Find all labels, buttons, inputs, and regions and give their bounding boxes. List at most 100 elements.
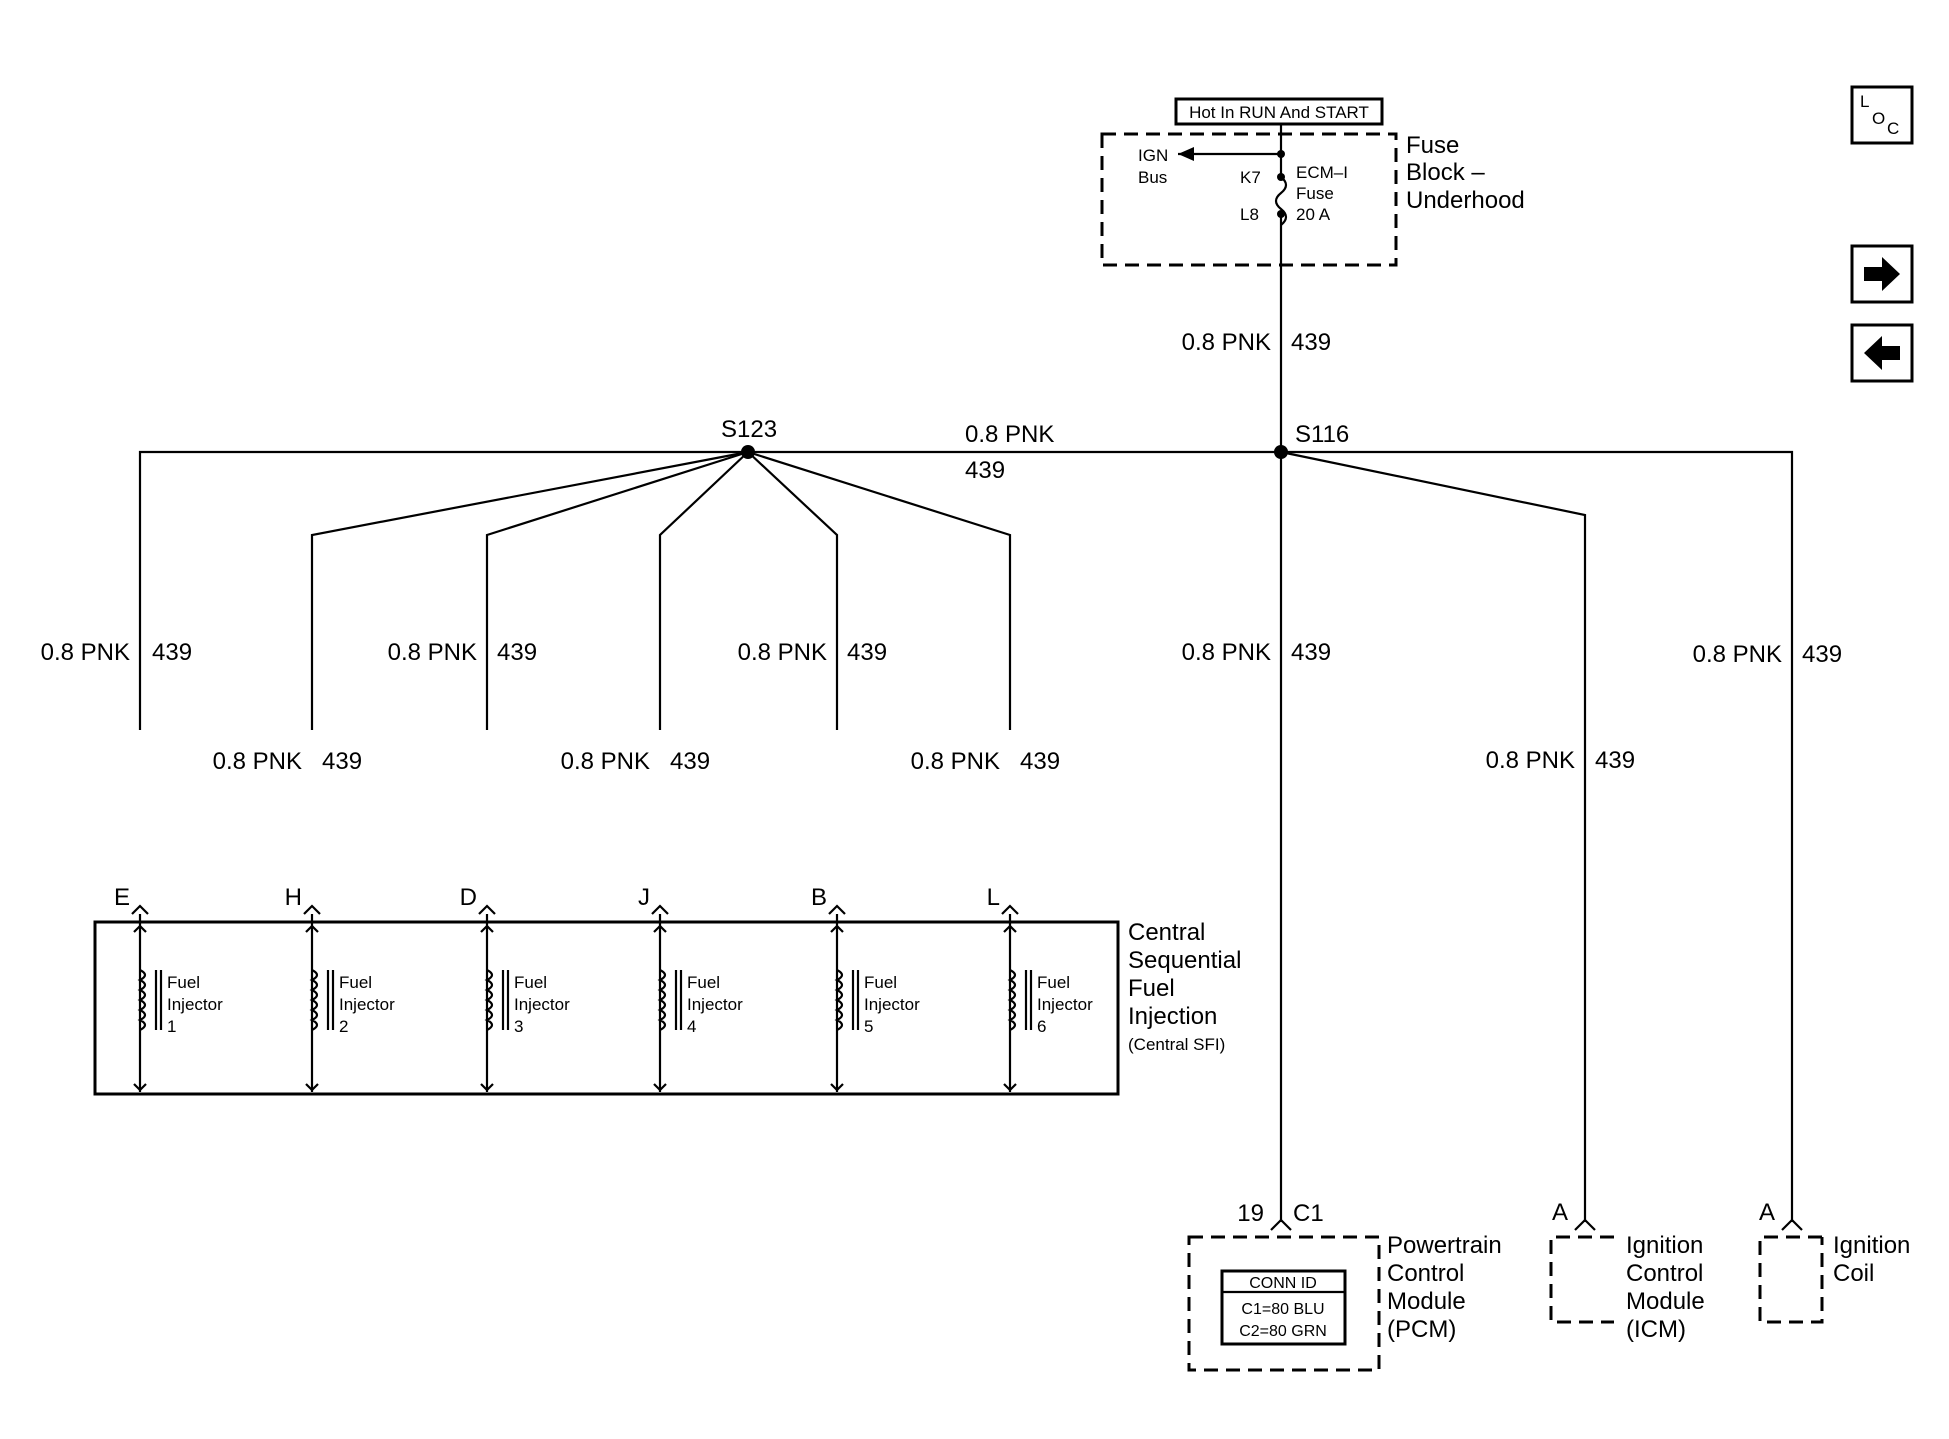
wire-b-color: 0.8 PNK — [738, 639, 827, 666]
conn-id-box — [1220, 1269, 1347, 1346]
sfi-title-3: Fuel — [1128, 975, 1175, 1002]
loc-button[interactable]: L O C — [1850, 85, 1914, 145]
loc-button-frame[interactable] — [1850, 85, 1914, 145]
splice-s116-label: S116 — [1295, 421, 1349, 448]
pcm-connector-icon — [1270, 1218, 1292, 1231]
forward-button-frame[interactable] — [1850, 244, 1914, 304]
branch-injector-2 — [310, 450, 749, 730]
arrow-down-icon — [653, 1083, 667, 1092]
ign-bus-node — [1277, 150, 1285, 158]
forward-button[interactable] — [1850, 244, 1914, 304]
injector-number: 4 — [687, 1017, 696, 1036]
back-button[interactable] — [1850, 323, 1914, 383]
fuse-block-title-2: Block – — [1406, 159, 1485, 186]
central-sfi-module: Central Sequential Fuel Injection (Centr… — [93, 919, 1241, 1096]
icm-title-4: (ICM) — [1626, 1316, 1686, 1343]
ignition-coil: A Ignition Coil — [1758, 1199, 1910, 1324]
fuse-block-title-3: Underhood — [1406, 187, 1525, 214]
sfi-title-4: Injection — [1128, 1003, 1217, 1030]
pcm-outline — [1187, 1235, 1381, 1372]
coil-icon — [1007, 969, 1017, 1031]
main-bus-wire — [138, 450, 1794, 1222]
fuse-rating: 20 A — [1296, 205, 1331, 224]
icm-pin: A — [1552, 1199, 1568, 1226]
injector-label-1: Fuel — [514, 973, 547, 992]
branch-injector-5 — [747, 451, 839, 730]
coil-icon — [834, 969, 844, 1031]
fuel-injectors: EFuelInjector1HFuelInjector2DFuelInjecto… — [114, 884, 1093, 1092]
wire-d-circuit: 439 — [497, 639, 537, 666]
wire-coil-circuit: 439 — [1802, 641, 1842, 668]
feed-wire-color: 0.8 PNK — [1182, 329, 1271, 356]
wire-e-color: 0.8 PNK — [41, 639, 130, 666]
coil-outline — [1758, 1235, 1824, 1324]
coil-icon — [137, 969, 147, 1031]
arrow-left-icon — [1864, 336, 1900, 370]
pcm-title-3: Module — [1387, 1288, 1466, 1315]
fuse-name-2: Fuse — [1296, 184, 1334, 203]
connector-chevron-icon — [478, 904, 496, 915]
conn-id-c1: C1=80 BLU — [1241, 1301, 1324, 1318]
icm-module: A Ignition Control Module (ICM) — [1549, 1199, 1705, 1343]
wire-pcm-color: 0.8 PNK — [1182, 639, 1271, 666]
icm-title-3: Module — [1626, 1288, 1705, 1315]
wire-b-circuit: 439 — [847, 639, 887, 666]
injector-label-1: Fuel — [864, 973, 897, 992]
injector-label-2: Injector — [339, 995, 395, 1014]
injector-number: 3 — [514, 1017, 523, 1036]
injector-label-2: Injector — [864, 995, 920, 1014]
terminal-k7: K7 — [1240, 168, 1261, 187]
coil-icon — [309, 969, 319, 1031]
fuse-terminal-top — [1277, 173, 1285, 181]
bus-wire-circuit: 439 — [965, 457, 1005, 484]
fuse-name-1: ECM–I — [1296, 163, 1348, 182]
hot-label: Hot In RUN And START — [1189, 103, 1369, 122]
wire-coil-color: 0.8 PNK — [1693, 641, 1782, 668]
pcm-module: 19 C1 CONN ID C1=80 BLU C2=80 GRN Powert… — [1187, 1200, 1502, 1372]
wire-l-color: 0.8 PNK — [911, 748, 1000, 775]
injector-label-1: Fuel — [167, 973, 200, 992]
arrow-down-icon — [1003, 1083, 1017, 1092]
injector-label-2: Injector — [1037, 995, 1093, 1014]
injector-pin: L — [987, 884, 1000, 911]
pcm-pin: 19 — [1237, 1200, 1264, 1227]
fuse-block-title-1: Fuse — [1406, 132, 1459, 159]
icm-outline — [1549, 1235, 1614, 1324]
fuse-icon — [1274, 176, 1288, 226]
fuse-block-outline — [1100, 132, 1398, 267]
pcm-connector: C1 — [1293, 1200, 1324, 1227]
arrow-down-icon — [133, 1083, 147, 1092]
coil-icon — [657, 969, 667, 1031]
injector-pin: B — [811, 884, 827, 911]
injector-label-1: Fuel — [687, 973, 720, 992]
coil-icon — [484, 969, 494, 1031]
injector-label-1: Fuel — [339, 973, 372, 992]
branch-icm — [1280, 450, 1587, 1222]
injector-number: 1 — [167, 1017, 176, 1036]
s123-branches — [310, 450, 1012, 730]
back-button-frame[interactable] — [1850, 323, 1914, 383]
connector-chevron-icon — [651, 904, 669, 915]
connector-chevron-icon — [1001, 904, 1019, 915]
loc-letter-c: C — [1887, 119, 1899, 138]
wire-h-color: 0.8 PNK — [213, 748, 302, 775]
wire-pcm-circuit: 439 — [1291, 639, 1331, 666]
coil-title-2: Coil — [1833, 1260, 1874, 1287]
connector-chevron-icon — [828, 904, 846, 915]
conn-id-c2: C2=80 GRN — [1239, 1323, 1327, 1340]
ign-bus-label-2: Bus — [1138, 168, 1167, 187]
arrow-right-icon — [1864, 257, 1900, 291]
coil-pin: A — [1759, 1199, 1775, 1226]
injector-number: 6 — [1037, 1017, 1046, 1036]
injector-label-2: Injector — [687, 995, 743, 1014]
sfi-title-5: (Central SFI) — [1128, 1035, 1225, 1054]
sfi-title-1: Central — [1128, 919, 1205, 946]
branch-injector-3 — [485, 450, 749, 730]
injector-pin: E — [114, 884, 130, 911]
wire-d-color: 0.8 PNK — [388, 639, 477, 666]
injector-label-2: Injector — [167, 995, 223, 1014]
sfi-title-2: Sequential — [1128, 947, 1241, 974]
